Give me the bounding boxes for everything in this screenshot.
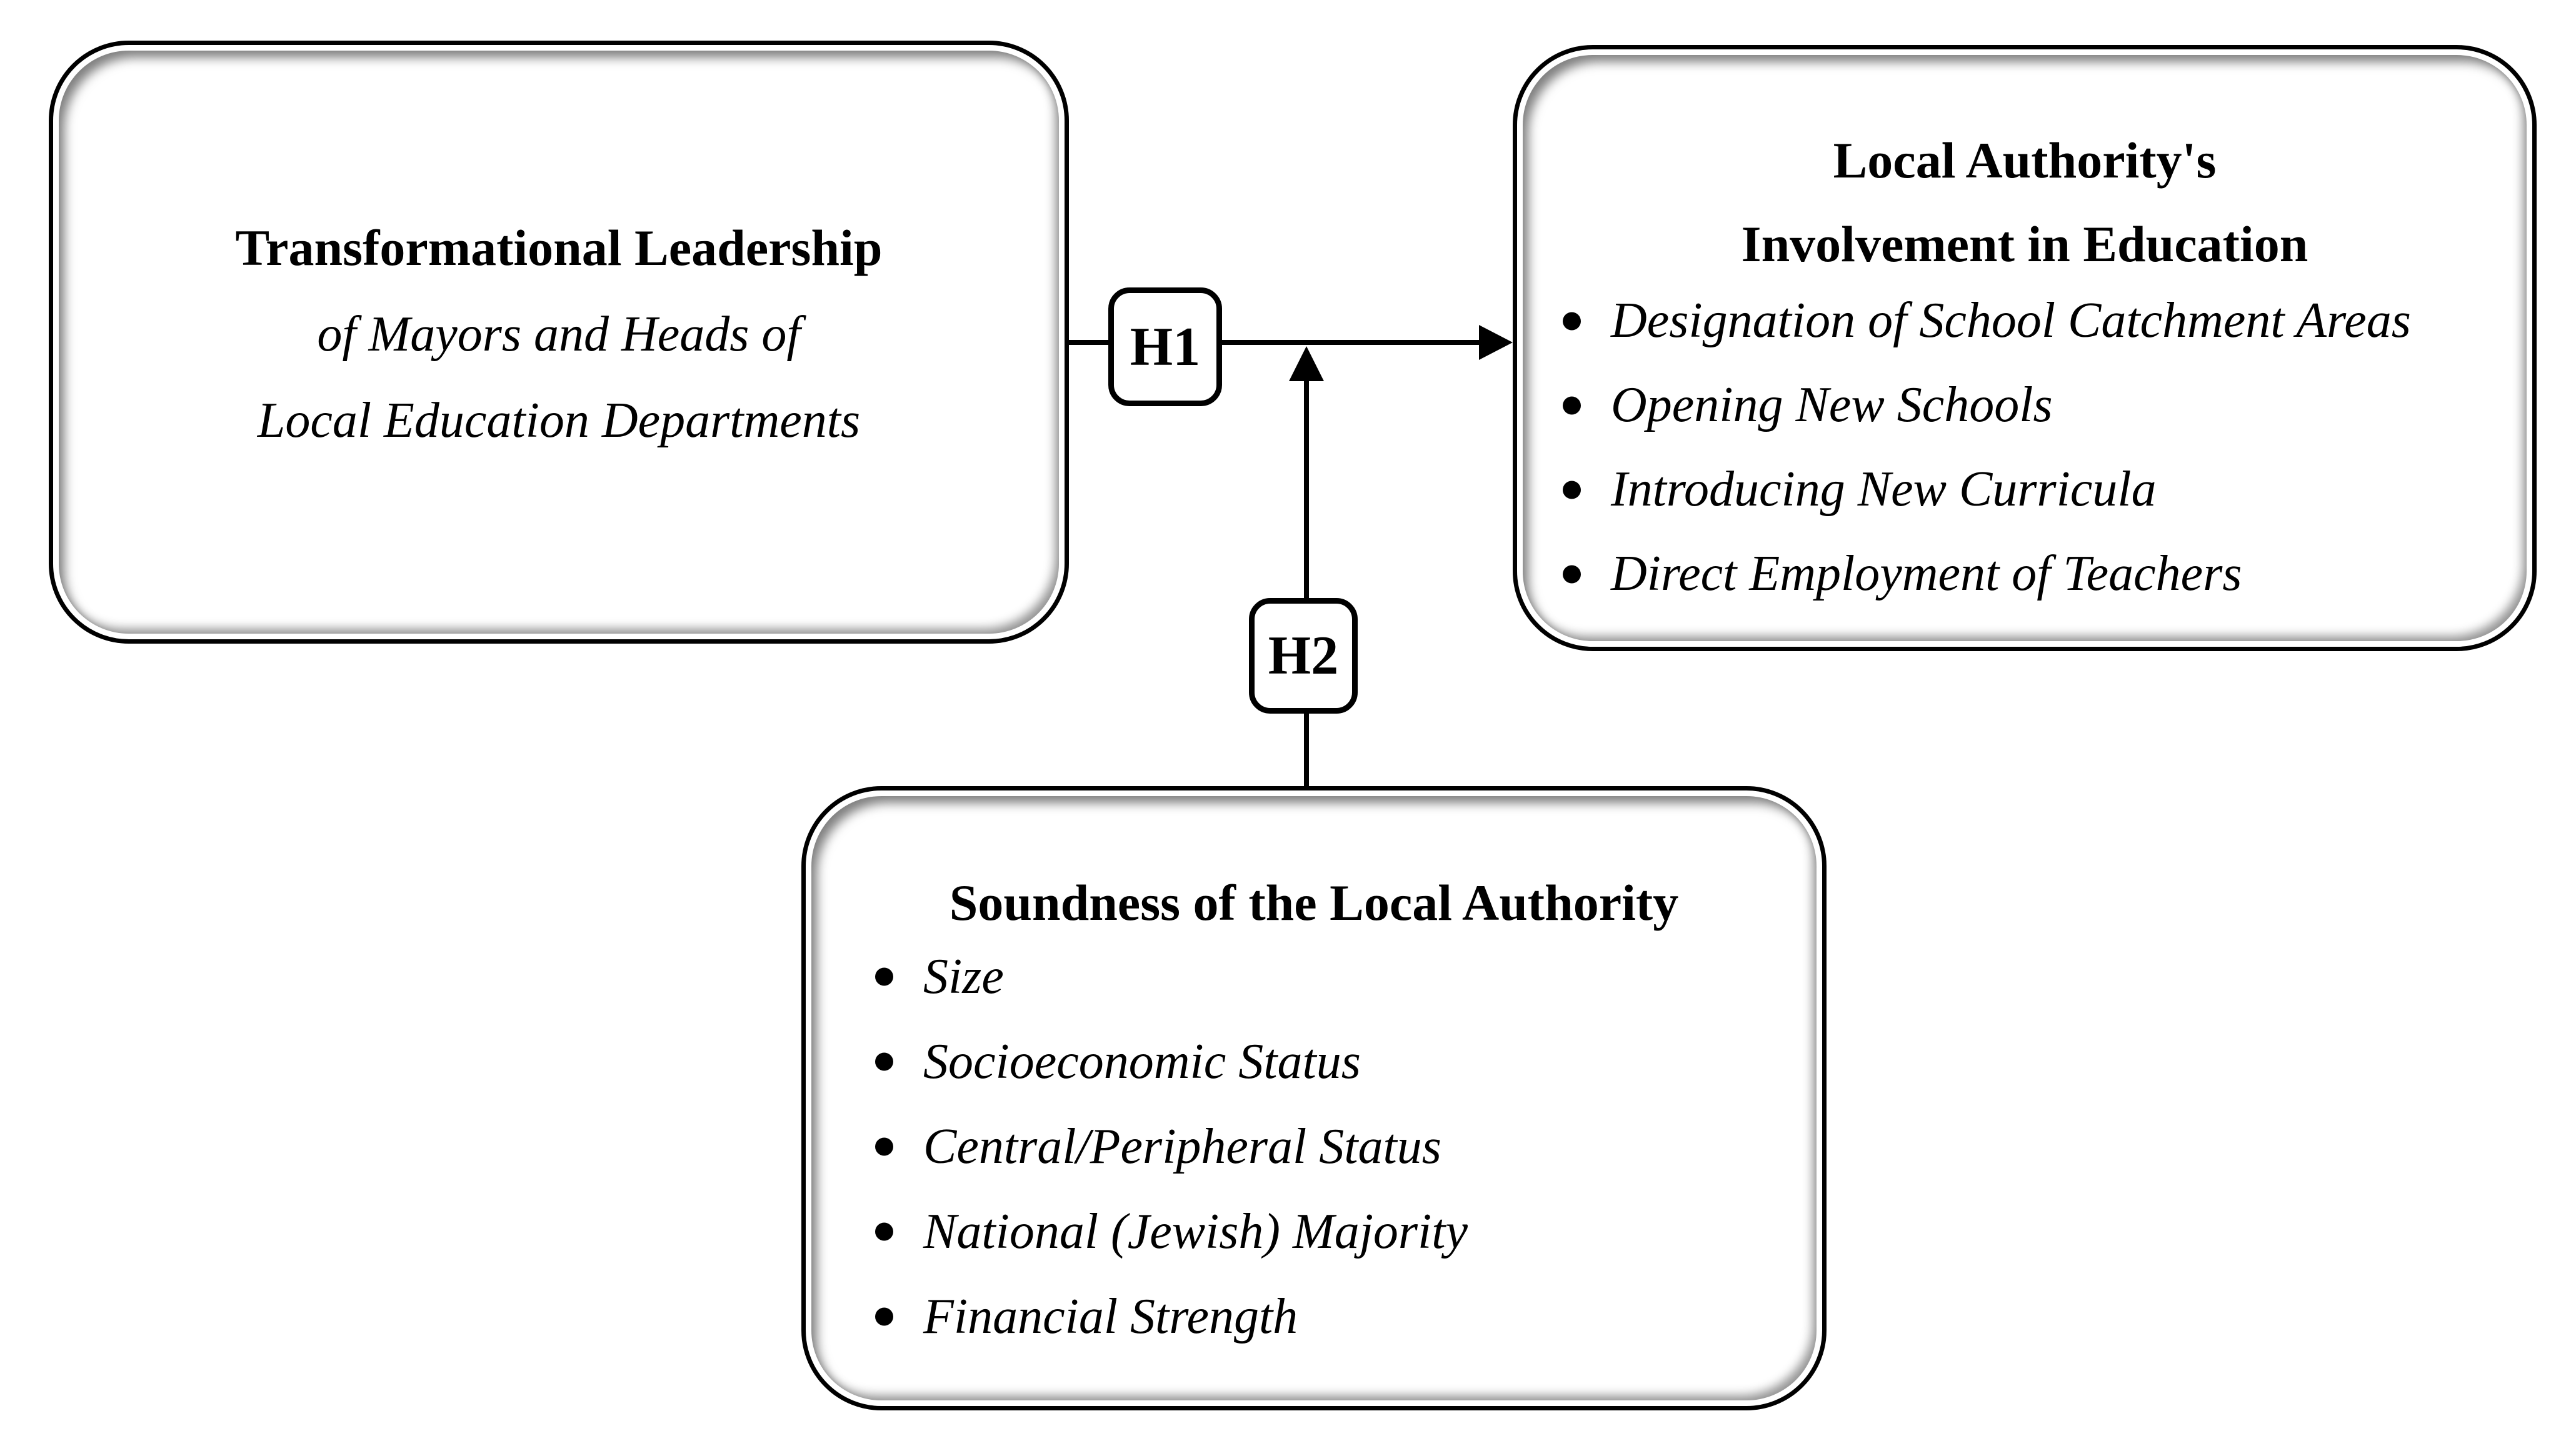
right-box-bullet-2: Opening New Schools [1611,377,2053,432]
bullet-icon [1563,396,1581,414]
bullet-icon [875,1222,893,1241]
h1-label: H1 [1130,316,1201,377]
bottom-box-title: Soundness of the Local Authority [949,874,1679,931]
bullet-icon [1563,312,1581,330]
arrowhead-right-icon [1479,325,1513,360]
right-box-bullet-4: Direct Employment of Teachers [1611,546,2242,601]
list-item: Central/Peripheral Status [806,1104,1822,1189]
h2-arrow-line [1304,380,1309,786]
h1-arrow-line [1069,340,1483,345]
arrowhead-up-icon [1289,346,1324,381]
right-box-bullet-3: Introducing New Curricula [1611,462,2157,517]
bullet-icon [1563,565,1581,583]
list-item: Size [806,934,1822,1019]
bullet-icon [1563,481,1581,499]
bottom-box-bullet-1: Size [923,949,1004,1004]
bottom-box-bullet-2: Socioeconomic Status [923,1034,1361,1089]
list-item: Designation of School Catchment Areas [1517,279,2532,363]
left-box-title: Transformational Leadership [235,219,883,276]
soundness-local-authority-box: Soundness of the Local Authority Size So… [801,786,1827,1410]
bottom-box-bullet-5: Financial Strength [923,1289,1298,1344]
transformational-leadership-box: Transformational Leadership of Mayors an… [49,41,1069,644]
bullet-icon [875,1052,893,1071]
list-item: Financial Strength [806,1274,1822,1359]
list-item: Opening New Schools [1517,363,2532,447]
bottom-box-bullet-3: Central/Peripheral Status [923,1119,1441,1174]
h1-label-box: H1 [1108,287,1222,406]
h2-label-box: H2 [1249,598,1358,714]
right-box-title-line-2: Involvement in Education [1741,216,2308,272]
bottom-box-bullet-4: National (Jewish) Majority [923,1204,1468,1259]
bullet-icon [875,967,893,986]
right-box-bullet-1: Designation of School Catchment Areas [1611,293,2411,348]
bullet-icon [875,1307,893,1326]
bullet-icon [875,1137,893,1156]
list-item: Socioeconomic Status [806,1019,1822,1104]
local-authority-involvement-box: Local Authority's Involvement in Educati… [1513,45,2537,651]
list-item: Introducing New Curricula [1517,447,2532,532]
left-box-subtitle-line-1: of Mayors and Heads of [317,307,801,362]
list-item: Direct Employment of Teachers [1517,532,2532,616]
list-item: National (Jewish) Majority [806,1189,1822,1274]
left-box-subtitle-line-2: Local Education Departments [257,393,861,448]
h2-label: H2 [1268,626,1339,686]
right-box-title-line-1: Local Authority's [1833,132,2217,189]
